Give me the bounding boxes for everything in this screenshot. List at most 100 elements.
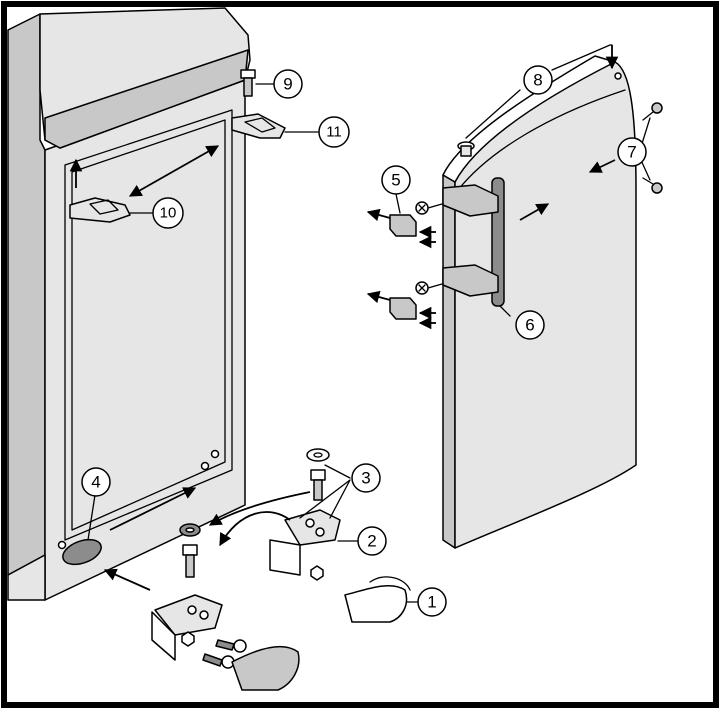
clip-stem [642, 177, 654, 185]
callout-7-label: 7 [627, 143, 636, 162]
bolt-shaft [185, 554, 195, 578]
callout-1-label: 1 [427, 593, 436, 612]
callout-7: 7 [617, 137, 647, 167]
screw-shank [427, 283, 443, 289]
callout-3-label: 3 [361, 469, 370, 488]
arrow-out [366, 208, 391, 222]
plug-body [389, 297, 417, 320]
plug-lower [366, 290, 436, 330]
plug-body [389, 214, 417, 237]
screw-head [233, 639, 247, 653]
handle-bracket-top [442, 184, 499, 217]
callout-9-label: 9 [283, 75, 292, 94]
hinge-plate-10 [69, 197, 153, 223]
callout-3: 3 [351, 463, 381, 493]
arrow-out [366, 290, 391, 304]
callout-11: 11 [318, 116, 350, 148]
door-hole [614, 72, 622, 80]
leader-line [395, 193, 401, 214]
callout-10-label: 10 [160, 205, 177, 222]
clips-7 [639, 102, 663, 194]
door [442, 45, 637, 549]
leader-line [87, 494, 96, 541]
cabinet-hole [210, 449, 220, 459]
washer-hole [185, 527, 195, 533]
screw-bottom-b [202, 653, 235, 669]
callout-6-label: 6 [525, 316, 534, 335]
leader-8 [465, 44, 613, 139]
cabinet-bottom-front [7, 554, 46, 601]
screw-shank [215, 639, 235, 651]
hinge-bracket-left [151, 594, 223, 661]
door-seal-inner [71, 119, 226, 531]
leader-line [499, 305, 511, 317]
pin-shaft [243, 77, 253, 97]
nut [310, 565, 324, 581]
callout-4-label: 4 [91, 473, 100, 492]
callout-11-label: 11 [326, 124, 342, 141]
callout-9: 9 [273, 69, 303, 99]
door-arrow-right [519, 203, 550, 221]
cover-cap-4 [62, 494, 102, 566]
callout-5: 5 [381, 165, 411, 195]
bracket-plate [284, 509, 341, 546]
cabinet-hole [200, 461, 210, 471]
door-top-rim [457, 89, 626, 191]
cover-body [344, 584, 408, 623]
bracket-hole [187, 605, 197, 615]
door-pin-stem [460, 145, 472, 157]
callout-2-label: 2 [367, 532, 376, 551]
cabinet-side [7, 13, 46, 576]
bracket-leg [151, 611, 176, 661]
hinge-cover-1 [344, 576, 419, 623]
callout-10: 10 [152, 197, 184, 229]
plug-upper [366, 193, 436, 249]
bolt-head [182, 544, 198, 556]
cabinet [7, 7, 251, 601]
door-seal-outline [64, 109, 233, 541]
plate-body [69, 197, 131, 223]
clip-stem [642, 111, 654, 121]
washer [306, 448, 330, 462]
screw-shank [427, 203, 443, 209]
callout-4: 4 [81, 467, 111, 497]
handle-bracket-bottom [442, 264, 499, 297]
pin-head [240, 69, 256, 79]
bolt-3-left [179, 523, 201, 578]
bolt-shaft [313, 479, 323, 501]
move-arrow [103, 568, 151, 591]
callout-5-label: 5 [391, 171, 400, 190]
bracket-2 [269, 509, 359, 581]
screw-lower [415, 281, 443, 295]
leader-3 [299, 464, 351, 519]
screw-shank [202, 653, 223, 667]
bolt-3-right [306, 448, 330, 501]
callout-8: 8 [523, 65, 553, 95]
bolt-head [310, 469, 326, 481]
callout-1: 1 [417, 587, 447, 617]
hinge-plate-11 [231, 113, 319, 139]
callout-2: 2 [357, 526, 387, 556]
screw-upper [415, 201, 443, 215]
move-arrow [208, 491, 311, 526]
washer-hole [313, 452, 323, 458]
bracket-leg [269, 539, 301, 576]
door-side-edge [442, 174, 456, 549]
bracket-hole [315, 527, 325, 537]
plate-ridge [89, 199, 119, 215]
callout-8-label: 8 [533, 71, 542, 90]
plate-body [231, 113, 286, 139]
cabinet-hole [57, 540, 67, 550]
cover-flap [369, 576, 411, 591]
door-handle [442, 177, 511, 317]
hinge-cover-left [231, 645, 300, 691]
cabinet-arrow [109, 487, 197, 531]
screw-slot [418, 204, 426, 212]
screw-slot [418, 284, 426, 292]
door-arrow-left [588, 159, 616, 173]
callout-6: 6 [515, 310, 545, 340]
cap-body [62, 538, 102, 566]
lid-front-edge [44, 49, 249, 149]
